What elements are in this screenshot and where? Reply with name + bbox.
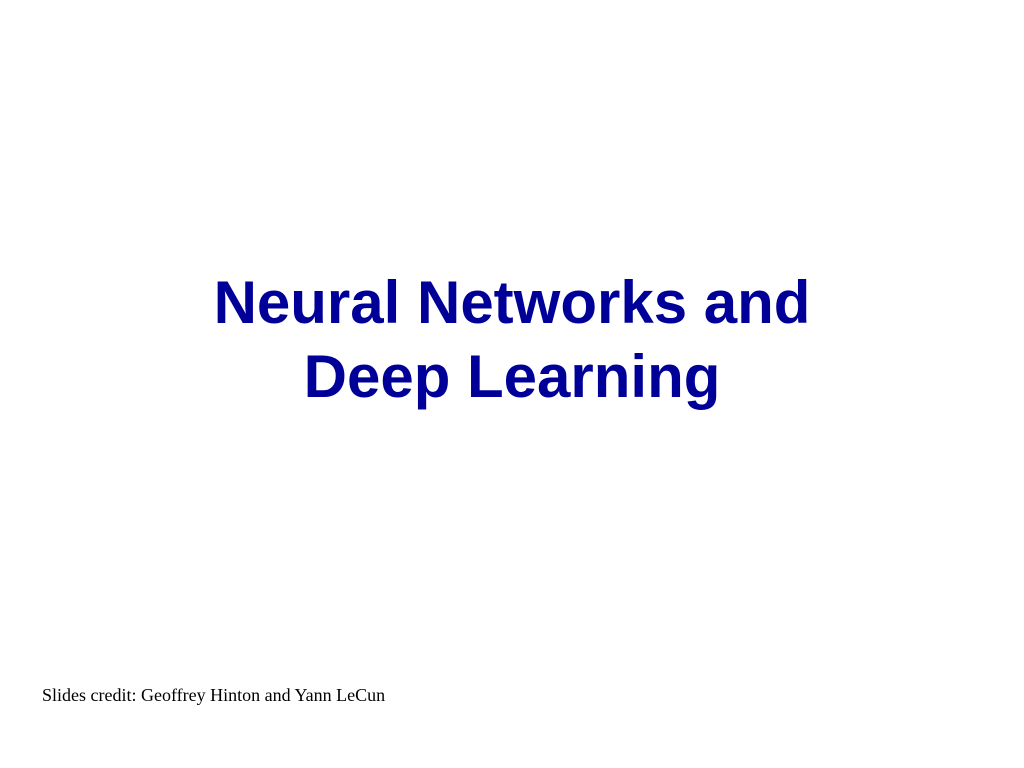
slide-title: Neural Networks and Deep Learning xyxy=(0,266,1024,414)
slide-credit: Slides credit: Geoffrey Hinton and Yann … xyxy=(42,685,386,705)
slide-title-line-2: Deep Learning xyxy=(303,343,721,410)
slide-title-line-1: Neural Networks and xyxy=(213,269,811,336)
